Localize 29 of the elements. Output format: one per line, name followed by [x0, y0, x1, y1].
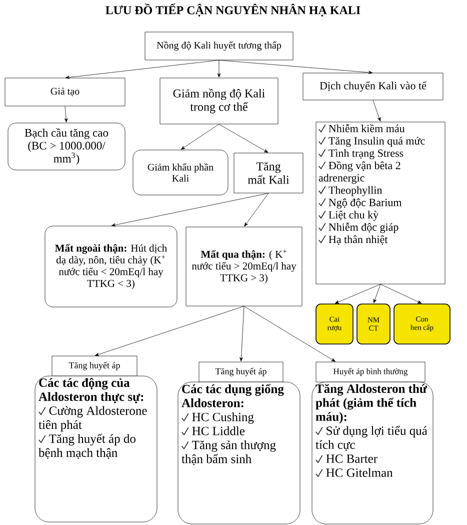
header-box: Tăng huyết áp [198, 362, 284, 382]
arrow [64, 106, 68, 122]
header-box: Tăng huyết áp [52, 356, 138, 376]
arrow [240, 306, 244, 362]
arrow [218, 124, 268, 153]
arrow [244, 306, 336, 362]
arrow [180, 124, 220, 150]
process-box: Dịch chuyển Kali vào tế [302, 72, 444, 100]
process-box: Tăng mất Kali [234, 152, 304, 194]
rounded-box: Mất ngoài thận: Hút dịch dạ dày, nôn, tiêu chảy (K$^{+}$ nước tiểu < 20mEq/l hay TTKG < 3) [44, 226, 178, 308]
process-box: Giảm nồng độ Kali trong cơ thể [160, 78, 278, 124]
arrow [218, 60, 373, 74]
arrow [65, 60, 220, 79]
checklist-box: Nhiễm kiềm máu Tăng Insulin quá mức Tình trạng Stress Đồng vận bêta 2 adrenergic Theophyllin Ngộ độc Barium Liệt chu kỳ Nhiễm độc giáp Hạ thân nhiệt [316, 122, 446, 284]
arrow [94, 306, 244, 356]
arrow [334, 284, 381, 304]
arrow [111, 193, 269, 227]
arrow [217, 60, 221, 78]
arrow [244, 193, 269, 227]
title: LƯU ĐỒ TIẾP CẬN NGUYÊN NHÂN HẠ KALI [106, 3, 360, 17]
process-box: Mất qua thận: ( K$^{+}$ nước tiểu > 20mEq/l hay TTKG > 3) [186, 226, 302, 306]
rounded-box: Giảm khẩu phần Kali [132, 150, 228, 196]
arrow [380, 284, 422, 304]
arrow [372, 100, 381, 122]
process-box: Giả tạo [4, 78, 126, 106]
rounded-box: Bạch cầu tăng cao (BC > 1000.000/ mm$^{3}$) [8, 122, 126, 170]
arrow [373, 284, 381, 304]
header-box: Huyết áp bình thường [316, 362, 426, 382]
process-box: Nồng độ Kali huyết tương thấp [144, 32, 294, 60]
